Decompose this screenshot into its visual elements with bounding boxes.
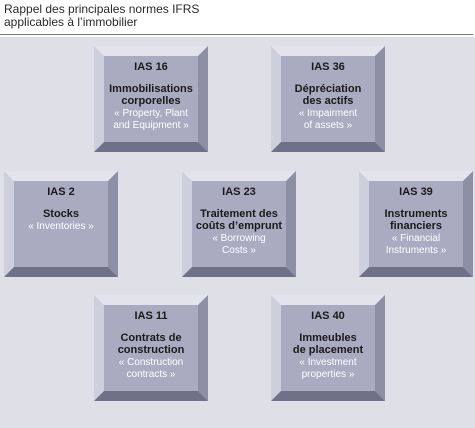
tile-code: IAS 16 — [134, 61, 168, 73]
tile-code: IAS 23 — [222, 186, 256, 198]
title-line-1: Rappel des principales normes IFRS — [4, 2, 200, 16]
tile-code: IAS 36 — [311, 61, 345, 73]
tile-name: Stocks — [42, 208, 80, 220]
tile-code: IAS 2 — [47, 186, 75, 198]
tile-code: IAS 11 — [134, 310, 168, 322]
title-line-2: applicables à l’immobilier — [4, 15, 138, 29]
diagram-title: Rappel des principales normes IFRS appli… — [4, 3, 464, 29]
tile-english-name: « Inventories » — [28, 221, 94, 232]
tile-code: IAS 40 — [311, 310, 345, 322]
tile-ias-2: IAS 2 Stocks « Inventories » — [4, 171, 118, 277]
tile-code: IAS 39 — [399, 186, 433, 198]
title-divider — [0, 34, 473, 35]
